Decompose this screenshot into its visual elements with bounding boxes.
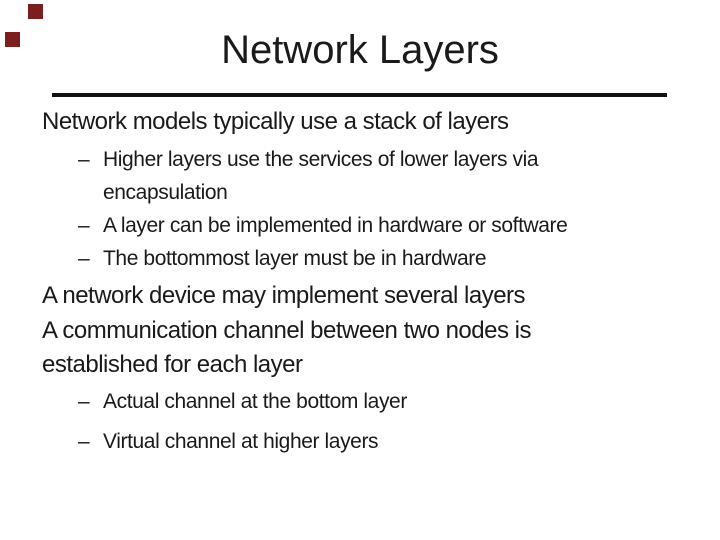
sub-bullet-1-text-line2: encapsulation <box>103 181 228 204</box>
dash-marker: – <box>78 390 90 413</box>
sub-bullet-2-text: A layer can be implemented in hardware o… <box>103 214 568 237</box>
sub-bullet-5-text: Virtual channel at higher layers <box>103 430 379 453</box>
sub-bullet-1-text: Higher layers use the services of lower … <box>103 148 539 171</box>
dash-marker: – <box>78 430 90 453</box>
sub-bullet-4-text: Actual channel at the bottom layer <box>103 390 407 413</box>
bullet-paragraph-3-line1: A communication channel between two node… <box>42 317 531 344</box>
bullet-paragraph-1: Network models typically use a stack of … <box>42 108 509 135</box>
dash-marker: – <box>78 247 90 270</box>
template-decoration-square-left <box>5 32 20 47</box>
sub-bullet-1: – Higher layers use the services of lowe… <box>78 143 539 176</box>
bullet-paragraph-3-line2: established for each layer <box>42 351 303 378</box>
sub-bullet-5: – Virtual channel at higher layers <box>78 425 379 458</box>
dash-marker: – <box>78 148 90 171</box>
sub-bullet-3: – The bottommost layer must be in hardwa… <box>78 242 487 275</box>
sub-bullet-2: – A layer can be implemented in hardware… <box>78 209 568 242</box>
sub-bullet-4: – Actual channel at the bottom layer <box>78 385 407 418</box>
dash-marker: – <box>78 214 90 237</box>
sub-bullet-1-continuation: encapsulation <box>103 176 228 209</box>
title-underline <box>52 93 667 97</box>
template-decoration-square-top <box>28 4 43 19</box>
bullet-paragraph-2: A network device may implement several l… <box>42 282 526 309</box>
slide-title: Network Layers <box>221 28 499 72</box>
sub-bullet-3-text: The bottommost layer must be in hardware <box>103 247 487 270</box>
